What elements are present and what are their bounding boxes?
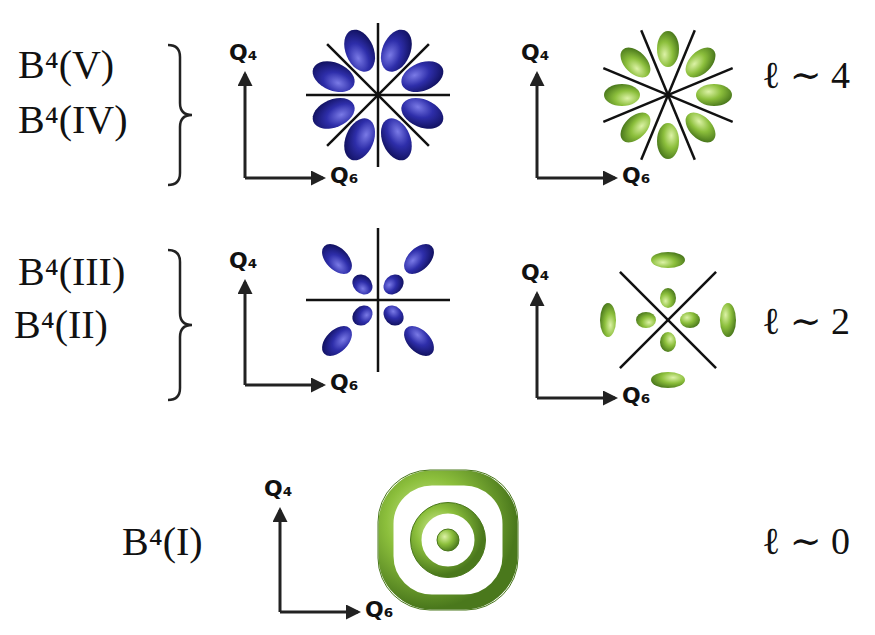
axis-label: Q₆: [365, 599, 393, 621]
ring: [386, 478, 510, 602]
lobe: [348, 270, 376, 298]
axes: [245, 74, 615, 612]
axis-label: Q₄: [521, 262, 549, 284]
state-label: B⁴(V): [18, 45, 114, 85]
quantum-number: ℓ ∼ 0: [762, 522, 850, 560]
lobe: [660, 332, 676, 352]
lobe: [308, 92, 359, 135]
lobe: [660, 288, 676, 308]
state-label: B⁴(II): [14, 305, 108, 345]
state-label: B⁴(I): [122, 522, 203, 562]
lobe: [657, 31, 679, 67]
nodal-line: [620, 272, 716, 368]
ring-outline: [411, 503, 486, 578]
bracket: [168, 250, 192, 400]
axis-line: [245, 177, 323, 180]
lobe: [348, 301, 376, 329]
axis-line: [536, 74, 539, 178]
lobe: [600, 303, 616, 337]
wavefunction-plot: [378, 470, 518, 610]
state-label: B⁴(IV): [18, 100, 127, 140]
ring-outline: [378, 470, 518, 610]
lobe: [379, 301, 407, 329]
wavefunction-plot: [600, 252, 736, 388]
axis-line: [279, 510, 282, 612]
wavefunction-plot: [603, 30, 732, 159]
axis-label: Q₆: [622, 165, 650, 187]
lobe: [657, 123, 679, 159]
lobe: [338, 25, 381, 76]
axis-label: Q₄: [521, 42, 549, 64]
nodal-line: [327, 44, 429, 146]
nodal-line: [603, 68, 732, 122]
nodal-line: [603, 68, 732, 122]
lobe: [379, 270, 407, 298]
axis-label: Q₄: [229, 42, 257, 64]
state-label: B⁴(III): [18, 252, 125, 292]
axis-line: [244, 74, 247, 178]
lobe: [316, 238, 357, 279]
ring: [416, 508, 480, 572]
lobe: [680, 42, 721, 83]
quantum-number: ℓ ∼ 4: [762, 56, 850, 94]
lobe: [680, 107, 721, 148]
bracket: [168, 45, 192, 185]
lobe: [604, 84, 640, 106]
lobe: [615, 107, 656, 148]
wavefunction-plot: [306, 23, 450, 167]
lobe: [399, 238, 440, 279]
core-blob: [437, 529, 459, 551]
quantum-number: ℓ ∼ 2: [762, 302, 850, 340]
wavefunction-plot: [306, 228, 450, 372]
axis-label: Q₄: [264, 478, 292, 500]
lobe: [696, 84, 732, 106]
axis-line: [244, 282, 247, 385]
lobe: [316, 321, 357, 362]
lobe: [615, 42, 656, 83]
axis-line: [537, 177, 615, 180]
lobe: [636, 312, 656, 328]
axis-line: [245, 384, 323, 387]
lobe: [651, 252, 685, 268]
axis-label: Q₆: [622, 385, 650, 407]
nodal-line: [620, 272, 716, 368]
axis-label: Q₆: [330, 165, 358, 187]
lobe: [375, 114, 418, 165]
lobe: [680, 312, 700, 328]
lobe: [720, 303, 736, 337]
axis-line: [536, 294, 539, 398]
lobe: [651, 372, 685, 388]
lobe: [397, 55, 448, 98]
nodal-line: [377, 228, 380, 372]
lobe: [399, 321, 440, 362]
axis-label: Q₆: [330, 372, 358, 394]
axis-line: [280, 611, 358, 614]
axis-line: [537, 397, 615, 400]
axis-label: Q₄: [229, 250, 257, 272]
